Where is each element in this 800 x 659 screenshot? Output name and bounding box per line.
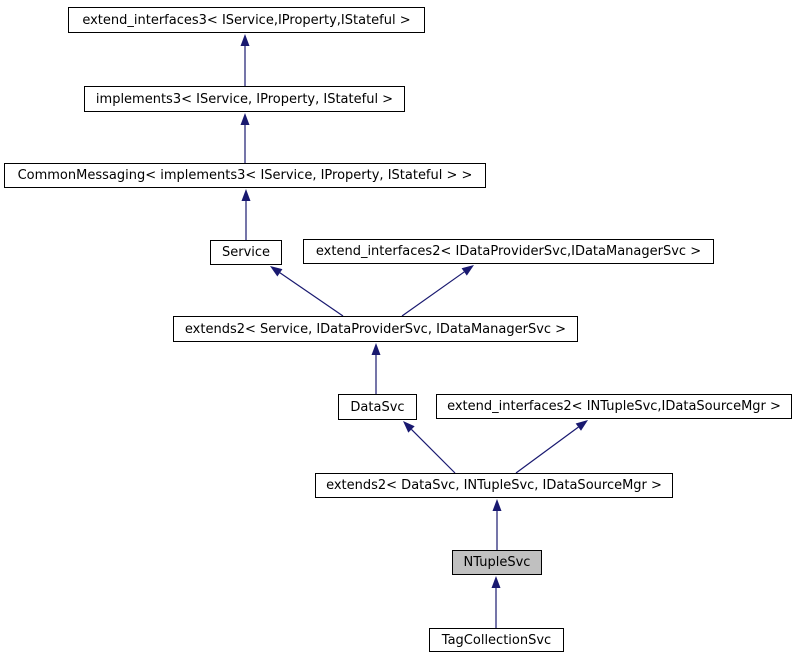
inheritance-arrowhead-icon [240, 34, 250, 46]
class-node-label: extends2< DataSvc, INTupleSvc, IDataSour… [326, 478, 662, 493]
inheritance-arrowhead-icon [240, 113, 250, 125]
inheritance-arrowhead-icon [575, 420, 588, 431]
class-node-label: CommonMessaging< implements3< IService, … [17, 168, 473, 183]
class-node-extends2-service-idataprovidersvc-idatam[interactable]: extends2< Service, IDataProviderSvc, IDa… [173, 316, 578, 342]
class-node-extend-interfaces3-iservice-iproperty-is[interactable]: extend_interfaces3< IService,IProperty,I… [68, 7, 425, 33]
class-node-label: Service [221, 245, 271, 260]
inheritance-arrowhead-icon [403, 421, 415, 433]
class-node-label: implements3< IService, IProperty, IState… [95, 91, 394, 107]
inheritance-arrowhead-icon [491, 576, 501, 588]
class-node-extend-interfaces2-idataprovidersvc-idat[interactable]: extend_interfaces2< IDataProviderSvc,IDa… [303, 239, 714, 264]
class-node-label: extend_interfaces2< IDataProviderSvc,IDa… [315, 244, 702, 259]
inheritance-arrowhead-icon [270, 266, 283, 277]
class-node-ntuplesvc: NTupleSvc [452, 550, 542, 575]
class-node-commonmessaging-implements3-iservice-ipr[interactable]: CommonMessaging< implements3< IService, … [4, 163, 486, 188]
inheritance-arrowhead-icon [241, 189, 251, 201]
class-node-extend-interfaces2-intuplesvc-idatasourc[interactable]: extend_interfaces2< INTupleSvc,IDataSour… [436, 394, 792, 419]
inheritance-edge-line [279, 272, 344, 317]
class-node-label: extends2< Service, IDataProviderSvc, IDa… [184, 321, 567, 337]
class-node-label: extend_interfaces2< INTupleSvc,IDataSour… [447, 399, 781, 414]
class-node-label: TagCollectionSvc [441, 632, 552, 648]
inheritance-arrowhead-icon [492, 499, 502, 511]
class-node-service[interactable]: Service [210, 240, 282, 265]
class-node-label: NTupleSvc [463, 555, 531, 570]
inheritance-arrowhead-icon [371, 343, 381, 355]
class-node-label: extend_interfaces3< IService,IProperty,I… [82, 12, 411, 28]
inheritance-edge-line [411, 429, 456, 474]
inheritance-arrowhead-icon [461, 265, 474, 276]
inheritance-edge-line [515, 426, 579, 474]
class-node-implements3-iservice-iproperty-istateful[interactable]: implements3< IService, IProperty, IState… [84, 86, 405, 112]
class-node-datasvc[interactable]: DataSvc [338, 394, 417, 420]
class-node-label: DataSvc [350, 399, 405, 415]
class-node-tagcollectionsvc[interactable]: TagCollectionSvc [429, 628, 564, 652]
class-node-extends2-datasvc-intuplesvc-idatasourcem[interactable]: extends2< DataSvc, INTupleSvc, IDataSour… [315, 473, 673, 498]
inheritance-edge-line [401, 271, 465, 317]
